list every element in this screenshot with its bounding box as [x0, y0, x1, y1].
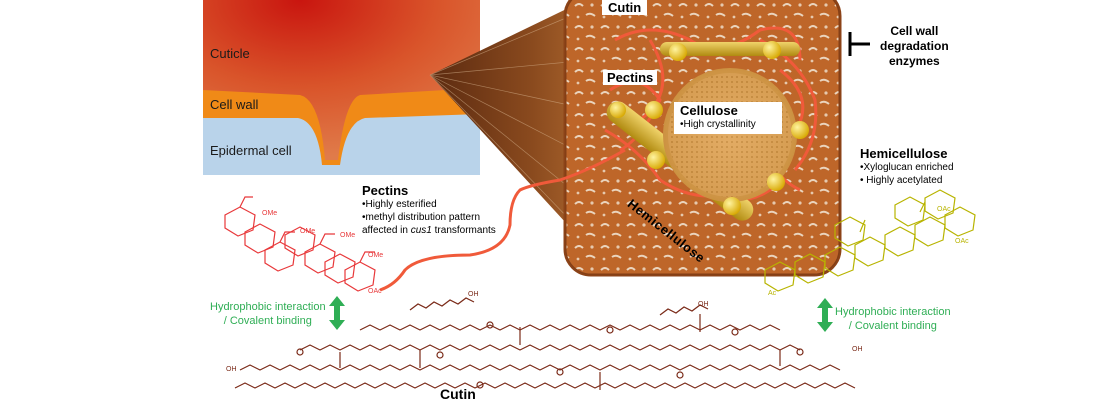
right-arrow-line2: / Covalent binding [848, 320, 937, 332]
cellulose-note: •High crystallinity [680, 119, 756, 130]
left-arrow-label: Hydrophobic interaction / Covalent bindi… [210, 300, 326, 328]
zoom-cone [430, 0, 600, 260]
hemicellulose-bullet-1: •Xyloglucan enriched [860, 162, 954, 173]
right-arrow-label: Hydrophobic interaction / Covalent bindi… [835, 305, 951, 333]
left-arrow-line1: Hydrophobic interaction [210, 301, 326, 313]
pectins-bullet-3a: affected in [362, 225, 411, 236]
cutin-oh-1: OH [468, 291, 479, 298]
cell-wall-label: Cell wall [210, 97, 259, 112]
pectin-structure [224, 196, 376, 292]
protein-balls [610, 41, 809, 215]
left-arrow-line2: / Covalent binding [223, 315, 312, 327]
pectin-ome-4: OMe [368, 252, 384, 259]
pectin-oac: OAc [368, 288, 382, 295]
cellulose-label-box [674, 102, 782, 134]
pectins-description: Pectins •Highly esterified •methyl distr… [362, 183, 496, 237]
pectins-bullet-3c: transformants [431, 225, 496, 236]
hemicellulose-structure [764, 189, 976, 292]
cutin-oh-2: OH [698, 301, 709, 308]
hemicellulose-bullet-2: • Highly acetylated [860, 175, 943, 186]
pectins-block-label: Pectins [603, 70, 658, 85]
hemicellulose-description: Hemicellulose •Xyloglucan enriched • Hig… [860, 146, 954, 187]
pectins-bullet-1: •Highly esterified [362, 199, 437, 210]
pectins-bullet-3b: cus1 [410, 225, 432, 236]
right-arrow-line1: Hydrophobic interaction [835, 306, 951, 318]
cutin-block-label: Cutin [602, 0, 648, 15]
cuticle-label: Cuticle [210, 46, 250, 61]
left-double-arrow [329, 296, 345, 330]
cutin-oh-3: OH [852, 346, 863, 353]
hemi-oac-1: OAc [937, 206, 951, 213]
pectins-bullet-2: •methyl distribution pattern [362, 212, 481, 223]
cellulose-label: Cellulose [680, 103, 738, 118]
pectins-bullet-3: affected in cus1 transformants [362, 224, 496, 237]
pectin-ome-1: OMe [262, 210, 278, 217]
enzymes-label: Cell wall degradation enzymes [880, 24, 949, 69]
enzymes-line3: enzymes [888, 54, 940, 68]
enzymes-line2: degradation [880, 39, 949, 53]
cutin-polymer [234, 297, 856, 390]
cutin-oh-4: OH [226, 366, 237, 373]
cuticle-inset [203, 0, 480, 175]
hemi-ac: Ac [768, 290, 777, 297]
pectin-ome-3: OMe [340, 232, 356, 239]
epidermal-cell-label: Epidermal cell [210, 143, 292, 158]
right-double-arrow [817, 298, 833, 332]
inhibit-symbol [848, 32, 870, 56]
cutin-bottom-label: Cutin [440, 386, 476, 402]
pectins-title: Pectins [362, 183, 409, 198]
hemi-oac-2: OAc [955, 238, 969, 245]
enzymes-line1: Cell wall [890, 24, 939, 38]
epidermal-layer [203, 114, 480, 175]
pectin-ome-2: OMe [300, 228, 316, 235]
hemicellulose-title: Hemicellulose [860, 146, 948, 161]
